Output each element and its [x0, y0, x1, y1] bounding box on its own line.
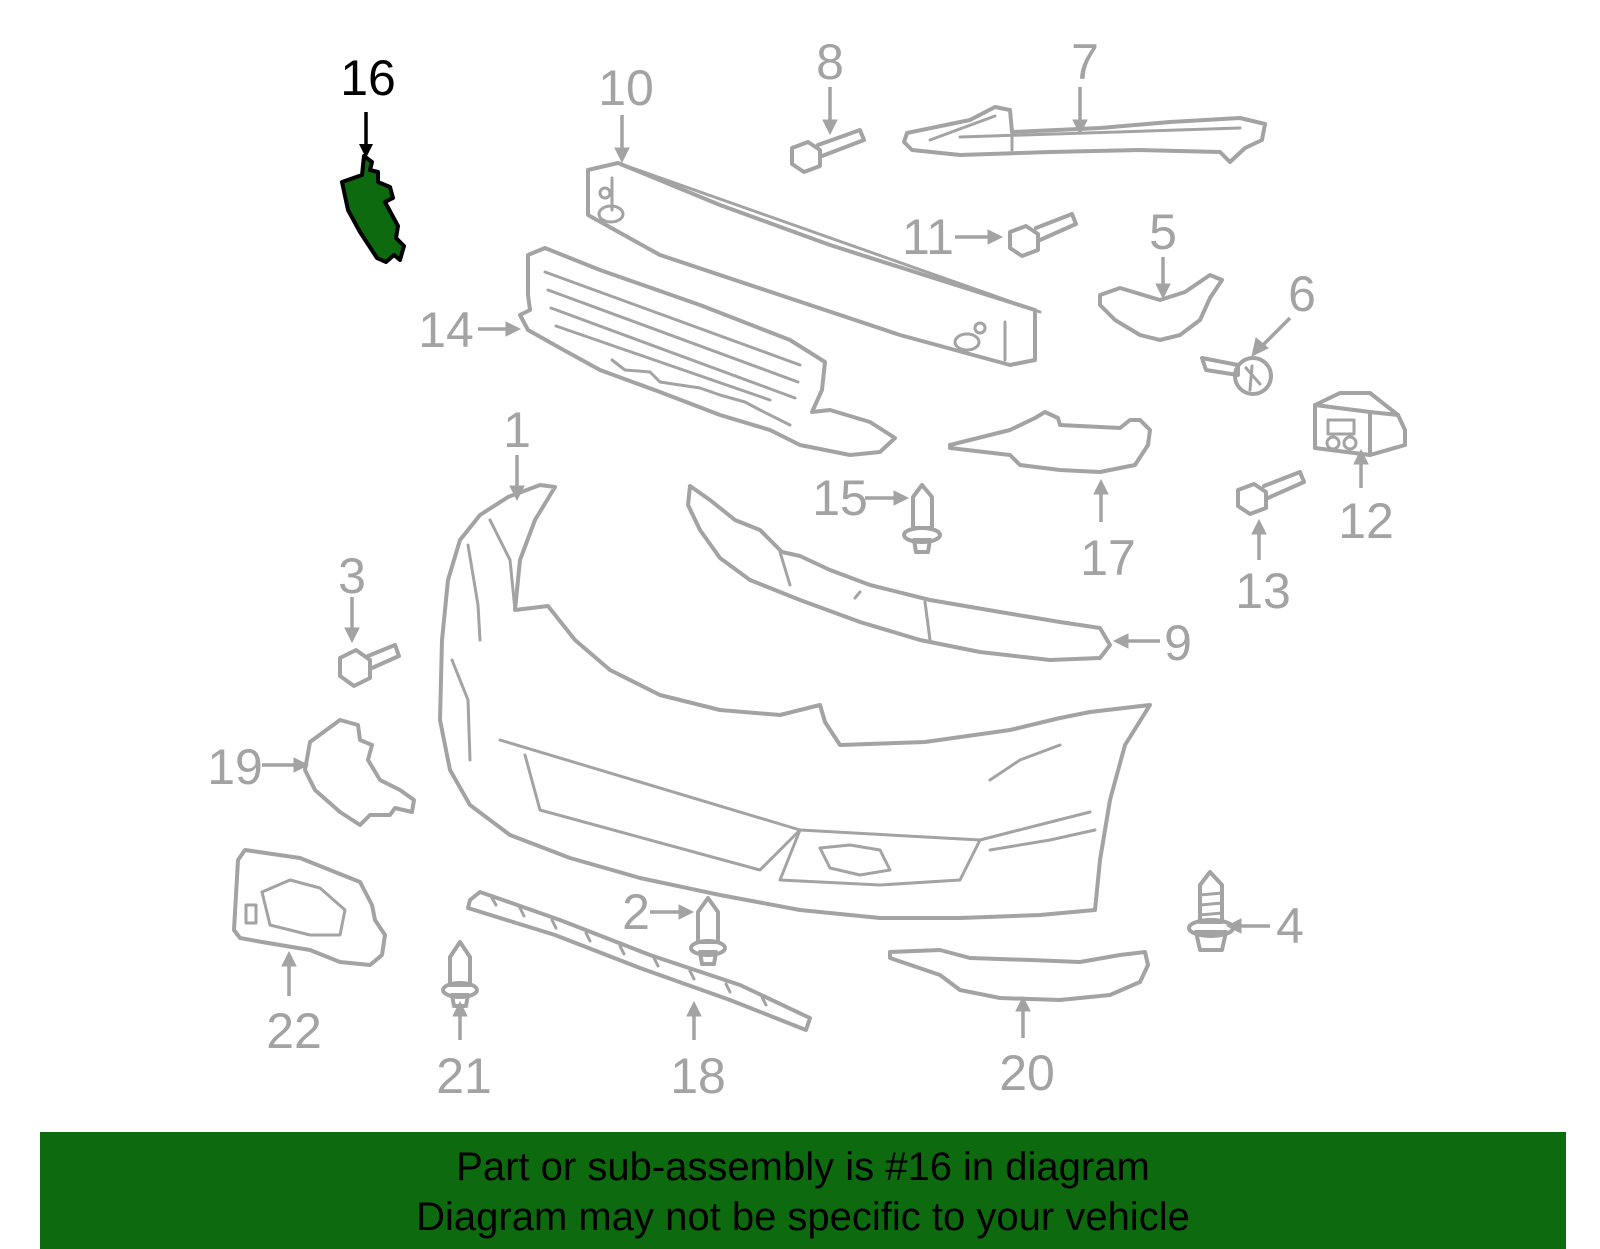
part-12-shape[interactable] [1313, 391, 1407, 457]
callout-22: 22 [266, 1003, 322, 1059]
callout-12: 12 [1338, 493, 1394, 549]
part-3-shape[interactable] [338, 643, 401, 688]
part-6-shape[interactable] [1200, 356, 1273, 396]
part-8-shape[interactable] [790, 128, 866, 174]
callout-20: 20 [999, 1045, 1055, 1101]
part-17-shape[interactable] [948, 410, 1152, 474]
part-20-shape[interactable] [888, 948, 1150, 1002]
callout-11: 11 [902, 209, 954, 265]
callout-3: 3 [338, 548, 366, 604]
callout-21: 21 [436, 1048, 492, 1104]
part-7-shape[interactable] [902, 105, 1267, 164]
callout-13: 13 [1235, 563, 1291, 619]
part-9-shape[interactable] [686, 484, 1112, 662]
leader-arrows [262, 87, 1369, 1040]
part-21-shape[interactable] [441, 940, 479, 1008]
callout-19: 19 [207, 739, 263, 795]
part-10-shape[interactable] [586, 161, 1037, 367]
part-16-shape[interactable] [340, 154, 406, 264]
part-13-shape[interactable] [1236, 470, 1306, 516]
callout-5: 5 [1149, 204, 1177, 260]
callout-16: 16 [340, 50, 396, 106]
part-19-shape[interactable] [303, 718, 416, 827]
part-4-shape[interactable] [1187, 870, 1235, 952]
callout-labels: 1 2 3 4 5 6 7 8 9 10 11 12 13 14 15 16 1… [207, 34, 1394, 1104]
callout-7: 7 [1071, 34, 1099, 90]
callout-10: 10 [598, 60, 654, 116]
callout-4: 4 [1276, 898, 1304, 954]
callout-15: 15 [812, 470, 868, 526]
banner-line-2: Diagram may not be specific to your vehi… [416, 1195, 1190, 1239]
callout-8: 8 [816, 34, 844, 90]
part-2-shape[interactable] [689, 896, 727, 966]
part-15-shape[interactable] [902, 483, 942, 554]
part-14-shape[interactable] [518, 246, 897, 457]
callout-18: 18 [670, 1048, 726, 1104]
callout-9: 9 [1164, 615, 1192, 671]
part-22-shape[interactable] [232, 848, 387, 967]
info-banner: Part or sub-assembly is #16 in diagram D… [40, 1132, 1566, 1249]
callout-1: 1 [503, 402, 531, 458]
part-11-shape[interactable] [1008, 212, 1078, 258]
part-5-shape[interactable] [1098, 273, 1224, 342]
callout-2: 2 [622, 884, 650, 940]
part-18-shape[interactable] [466, 890, 812, 1032]
callout-14: 14 [418, 302, 474, 358]
callout-17: 17 [1080, 530, 1136, 586]
banner-line-1: Part or sub-assembly is #16 in diagram [456, 1145, 1150, 1189]
part-1-shape[interactable] [438, 483, 1152, 920]
callout-6: 6 [1288, 266, 1316, 322]
